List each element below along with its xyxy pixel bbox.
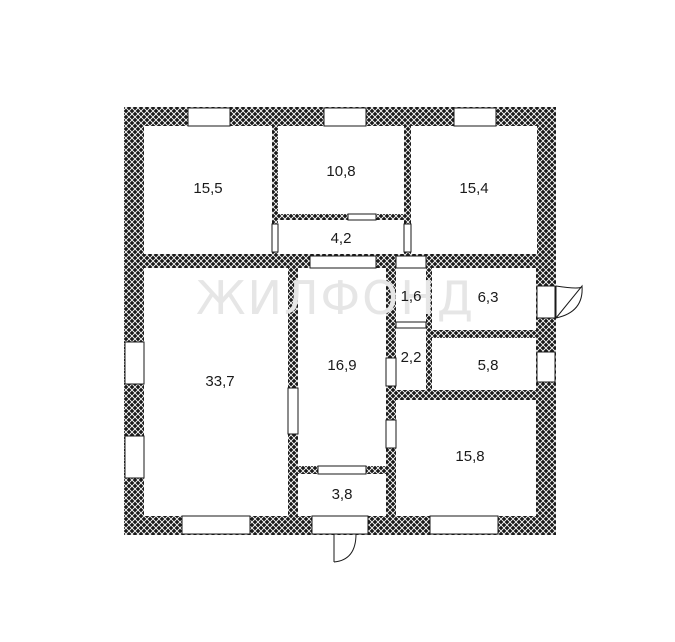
door-room9-top [395,321,427,329]
room-9-floor [396,328,426,390]
door-room5 [287,387,299,435]
window-left-1 [124,341,145,385]
room-1-area: 15,5 [193,180,222,197]
room-8-floor [432,268,536,330]
door-room6-top [309,255,377,269]
room-2-floor [278,126,404,214]
room-3-area: 15,4 [459,180,488,197]
door-room1-corridor [271,223,279,253]
door-room9 [385,357,397,387]
door-room12 [317,465,367,475]
door-bottom [311,515,369,535]
room-11-area: 15,8 [455,448,484,465]
room-floors [144,126,537,516]
room-labels: 15,5 10,8 15,4 4,2 33,7 16,9 1,6 6,3 2,2… [193,163,498,503]
door-room11 [385,419,397,449]
window-bottom-1 [181,515,251,535]
door-room7 [395,255,427,269]
window-bottom-2 [429,515,499,535]
room-4-area: 4,2 [331,230,352,247]
door-room2 [347,213,377,221]
window-top-3 [453,107,497,127]
window-top-2 [323,107,367,127]
door-swing-right [554,284,583,319]
room-10-area: 5,8 [478,357,499,374]
door-room3-corridor [403,223,412,253]
room-3-floor [411,126,537,254]
room-10-floor [432,338,536,390]
window-top-1 [187,107,231,127]
room-6-area: 16,9 [327,357,356,374]
room-7-area: 1,6 [401,288,422,305]
door-swings [333,284,583,563]
room-5-floor [144,268,288,516]
door-right [536,285,556,319]
window-left-2 [124,435,145,479]
room-11-floor [396,400,536,516]
window-right [536,351,556,383]
room-4-floor [278,220,404,254]
room-6-floor [298,268,386,466]
room-12-area: 3,8 [332,486,353,503]
room-2-area: 10,8 [326,163,355,180]
room-7-floor [396,268,426,322]
room-9-area: 2,2 [401,349,422,366]
watermark: ЖИЛФОНД [196,271,475,325]
room-1-floor [144,126,272,254]
door-swing-bottom [333,533,357,563]
openings [124,107,556,535]
room-5-area: 33,7 [205,373,234,390]
room-12-floor [298,474,386,516]
room-8-area: 6,3 [478,289,499,306]
